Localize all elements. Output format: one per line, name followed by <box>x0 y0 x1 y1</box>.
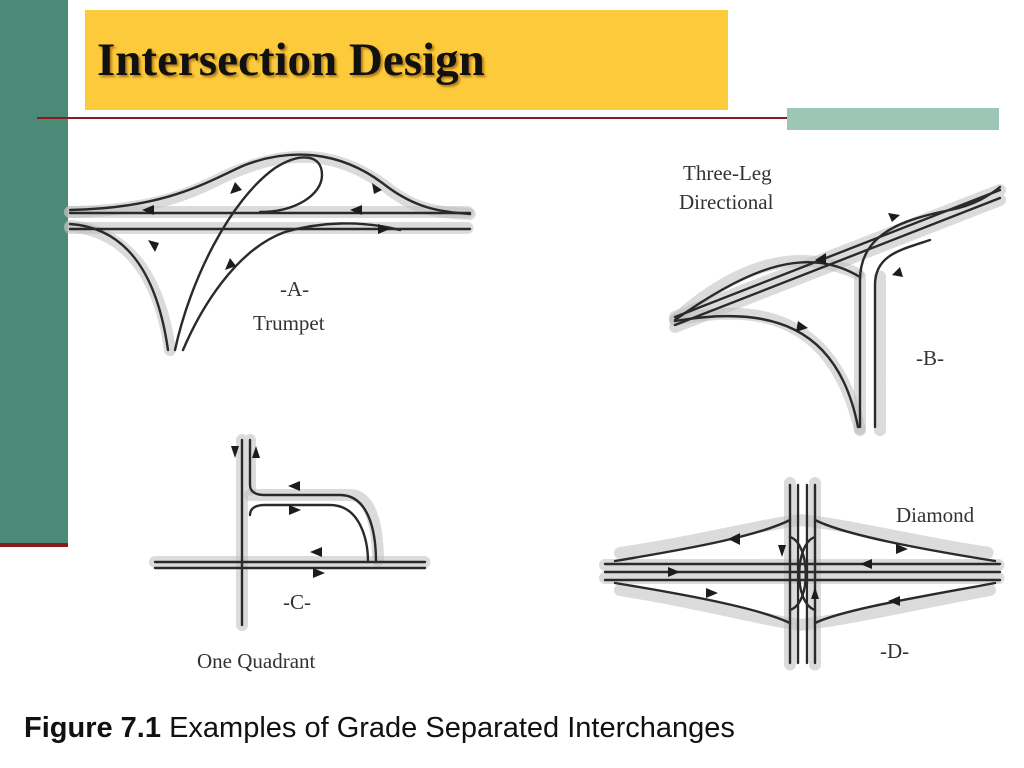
diamond-interchange-diagram <box>599 477 1006 671</box>
sidebar-accent <box>0 0 68 545</box>
quadrant-roads <box>153 438 427 627</box>
title-box: Intersection Design <box>85 10 728 110</box>
directional-roads <box>673 185 1002 429</box>
diamond-arrows <box>668 533 908 606</box>
sidebar-rule <box>0 543 68 547</box>
directional-name-line1: Three-Leg <box>683 161 772 185</box>
trumpet-roads <box>68 153 472 352</box>
caption-prefix: Figure 7.1 <box>24 712 161 744</box>
diamond-roads <box>603 483 1002 665</box>
figure-caption: Figure 7.1 Examples of Grade Separated I… <box>24 712 735 745</box>
directional-letter: -B- <box>916 346 944 370</box>
slide-title: Intersection Design <box>97 34 485 86</box>
caption-text: Examples of Grade Separated Interchanges <box>169 712 735 744</box>
three-leg-directional-diagram <box>669 184 1006 436</box>
quadrant-letter: -C- <box>283 590 311 614</box>
directional-halo <box>669 184 1006 436</box>
directional-name-line2: Directional <box>679 190 774 214</box>
trumpet-name: Trumpet <box>253 311 325 335</box>
trumpet-interchange-diagram <box>64 150 476 356</box>
trumpet-letter: -A- <box>280 277 310 301</box>
diamond-letter: -D- <box>880 639 910 663</box>
diamond-name: Diamond <box>896 503 975 527</box>
title-rule <box>37 117 999 119</box>
one-quadrant-diagram <box>149 434 431 631</box>
title-accent-bar <box>787 108 999 130</box>
quadrant-arrows <box>231 446 325 578</box>
directional-arrows <box>796 213 903 332</box>
trumpet-arrows <box>142 182 390 270</box>
quadrant-name: One Quadrant <box>197 649 316 673</box>
